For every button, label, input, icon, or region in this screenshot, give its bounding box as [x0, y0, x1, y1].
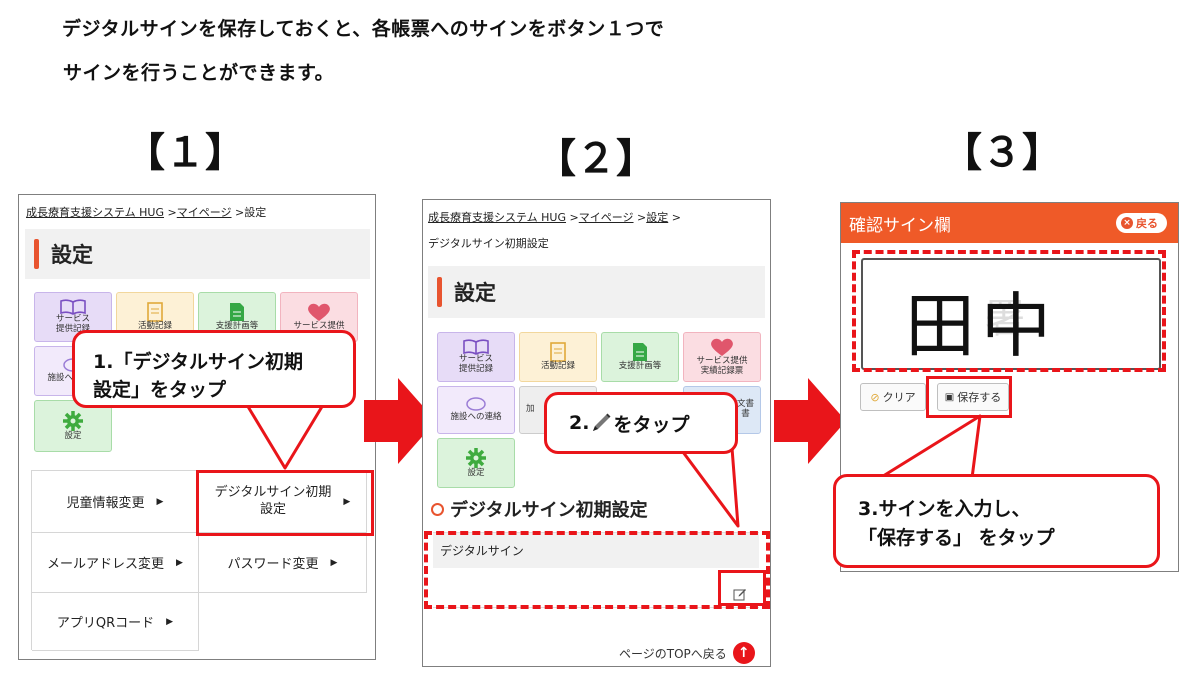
breadcrumb-mypage-link[interactable]: マイページ — [176, 206, 232, 219]
intro-line-2: サインを行うことができます。 — [63, 62, 335, 84]
tile-2-service-provision[interactable]: サービス提供 実績記録票 — [683, 332, 761, 382]
signature-stroke: 田中 — [905, 285, 1057, 367]
gear-icon — [63, 411, 83, 432]
heart-icon — [711, 338, 733, 357]
tile-2-activity-record[interactable]: 活動記録 — [519, 332, 597, 382]
page-top-link[interactable]: ページのTOPへ戻る ↑ — [619, 642, 755, 664]
sign-header: 確認サイン欄 ×戻る — [841, 203, 1178, 243]
document-icon — [230, 303, 244, 322]
save-button[interactable]: ▣保存する — [937, 383, 1009, 411]
menu-app-qr-code[interactable]: アプリQRコード▶ — [32, 593, 199, 651]
callout-1: 1.「デジタルサイン初期 設定」をタップ — [72, 330, 356, 408]
tile-2-support-plan[interactable]: 支援計画等 — [601, 332, 679, 382]
breadcrumb-home-link[interactable]: 成長療育支援システム HUG — [26, 206, 165, 219]
tile-2-facility-contact[interactable]: 施設への連絡 — [437, 386, 515, 434]
tile-settings[interactable]: 設定 — [34, 400, 112, 452]
tile-2-service-record[interactable]: サービス 提供記録 — [437, 332, 515, 382]
signature-canvas[interactable]: 署 田中 — [861, 258, 1161, 370]
callout-2: 2. をタップ — [544, 392, 738, 454]
tile-2-settings[interactable]: 設定 — [437, 438, 515, 488]
callout-3-tail — [880, 414, 982, 480]
gear-icon — [466, 448, 486, 469]
breadcrumb-2-home-link[interactable]: 成長療育支援システム HUG — [428, 211, 567, 224]
page-title-2: 設定 — [428, 266, 765, 318]
breadcrumb-2-current: デジタルサイン初期設定 — [428, 237, 549, 250]
clear-button[interactable]: ⊘クリア — [860, 383, 926, 411]
highlight-signature-canvas — [852, 250, 1166, 372]
floppy-icon: ▣ — [944, 391, 955, 403]
breadcrumb: 成長療育支援システム HUG >マイページ >設定 — [26, 206, 267, 219]
settings-screen-panel: 成長療育支援システム HUG >マイページ >設定 設定 サービス 提供記録 活… — [18, 194, 376, 660]
intro-line-1: デジタルサインを保存しておくと、各帳票へのサインをボタン１つで — [62, 18, 665, 40]
note-icon — [147, 302, 163, 322]
page-title: 設定 — [25, 229, 370, 279]
note-icon — [550, 342, 566, 362]
breadcrumb-2-settings-link[interactable]: 設定 — [646, 211, 669, 224]
callout-1-tail — [242, 400, 328, 470]
next-arrow-1 — [364, 378, 436, 464]
arrow-up-icon: ↑ — [732, 642, 755, 664]
menu-digital-sign-setup[interactable]: デジタルサイン初期 設定▶ — [199, 471, 367, 533]
highlight-save-button — [926, 376, 1012, 418]
circle-icon — [431, 502, 444, 516]
heart-icon — [308, 303, 330, 322]
chat-icon — [466, 397, 486, 411]
digital-sign-field-label: デジタルサイン — [433, 532, 759, 568]
book-icon — [60, 299, 86, 316]
section-title: デジタルサイン初期設定 — [431, 496, 648, 522]
book-icon — [463, 339, 489, 356]
close-icon: × — [1121, 217, 1133, 229]
document-icon — [633, 343, 647, 362]
edit-pen-icon[interactable] — [733, 586, 747, 601]
breadcrumb-2-mypage-link[interactable]: マイページ — [578, 211, 634, 224]
highlight-digital-sign-field — [424, 531, 770, 609]
next-arrow-2 — [774, 378, 846, 464]
clear-icon: ⊘ — [870, 390, 880, 404]
pen-icon — [593, 413, 611, 431]
highlight-digital-sign-menu — [196, 470, 374, 536]
back-button[interactable]: ×戻る — [1116, 213, 1167, 233]
step-1-heading: 【１】 — [125, 130, 245, 176]
callout-3: 3.サインを入力し、 「保存する」 をタップ — [833, 474, 1160, 568]
tile-service-provision[interactable]: サービス提供 — [280, 292, 358, 342]
breadcrumb-current: 設定 — [244, 206, 267, 219]
callout-2-tail — [680, 448, 740, 528]
digital-sign-field — [433, 568, 759, 608]
step-3-heading: 【３】 — [942, 130, 1062, 176]
menu-password-change[interactable]: パスワード変更▶ — [199, 533, 367, 593]
highlight-edit-icon — [718, 570, 766, 606]
menu-email-change[interactable]: メールアドレス変更▶ — [32, 533, 199, 593]
menu-child-info-change[interactable]: 児童情報変更▶ — [32, 471, 199, 533]
step-2-heading: 【２】 — [536, 136, 656, 182]
breadcrumb-2: 成長療育支援システム HUG >マイページ >設定 > — [428, 211, 681, 224]
